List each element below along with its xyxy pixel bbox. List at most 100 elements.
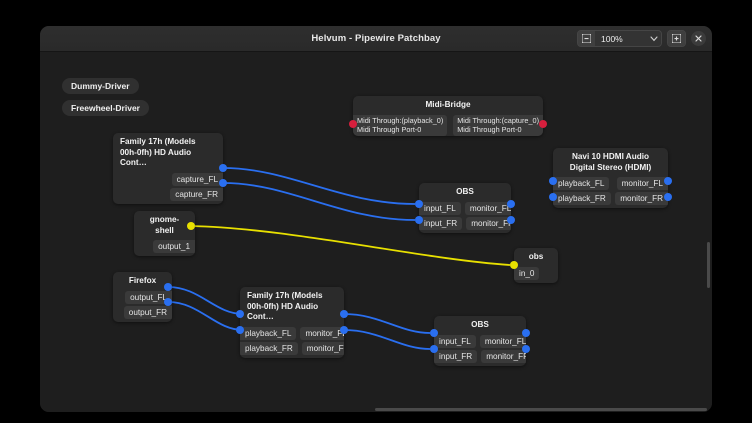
link-audio[interactable] [343,313,431,334]
port-dot-input-fl[interactable] [430,329,438,337]
node-family17h-capture[interactable]: Family 17h (Models 00h-0fh) HD Audio Con… [113,133,223,204]
port-dot-monitor-fl[interactable] [522,329,530,337]
port-dot-monitor-fl[interactable] [664,177,672,185]
node-gnome-shell[interactable]: gnome-shell output_1 [134,211,195,256]
zoom-out-button[interactable] [578,31,595,46]
port-row: output_FR [113,305,172,319]
vertical-scrollbar[interactable] [707,242,710,288]
node-family17h-playback[interactable]: Family 17h (Models 00h-0fh) HD Audio Con… [240,287,344,358]
port-dot-input-fr[interactable] [430,345,438,353]
port-dot-playback-fl[interactable] [236,310,244,318]
port-input-fl[interactable]: input_FL [434,334,476,348]
port-dot-playback-fr[interactable] [236,326,244,334]
port-input-fr[interactable]: input_FR [419,216,463,230]
port-list: output_1 [134,240,195,256]
port-dot-monitor-fr[interactable] [507,216,515,224]
port-capture-fl[interactable]: capture_FL [171,172,223,186]
port-capture-fr[interactable]: capture_FR [170,187,223,201]
port-list: input_FL monitor_FL input_FR monitor_FR [434,334,526,366]
port-dot-playback-fl[interactable] [549,177,557,185]
horizontal-scrollbar[interactable] [375,408,707,411]
link-audio[interactable] [222,182,416,221]
port-list: output_FL output_FR [113,290,172,322]
port-row: output_1 [134,240,195,253]
port-playback-fr[interactable]: playback_FR [240,341,298,355]
port-row: playback_FR monitor_FR [553,192,668,205]
zoom-in-group [667,30,686,47]
port-dot-monitor-fl[interactable] [507,200,515,208]
node-title: Family 17h (Models 00h-0fh) HD Audio Con… [120,137,196,167]
port-dot-midi-playback[interactable] [349,120,357,128]
port-monitor-fr[interactable]: monitor_FR [301,341,344,355]
port-dot-input-fr[interactable] [415,216,423,224]
zoom-in-button[interactable] [668,31,685,46]
app-window: Helvum - Pipewire Patchbay 100% [40,26,712,412]
port-dot-monitor-fr[interactable] [664,193,672,201]
port-playback-fl[interactable]: playback_FL [553,177,610,190]
port-output-fr[interactable]: output_FR [123,305,172,319]
link-audio[interactable] [222,167,416,205]
port-dot-in-0[interactable] [510,261,518,269]
port-row: playback_FR monitor_FR [240,341,344,355]
link-audio[interactable] [343,329,431,350]
node-title: gnome-shell [149,215,180,235]
port-in-0[interactable]: in_0 [514,266,540,280]
port-row: input_FR monitor_FR [419,216,511,230]
port-dot-monitor-fr[interactable] [340,326,348,334]
port-dot-monitor-fr[interactable] [522,345,530,353]
node-title: obs [528,252,544,261]
port-input-fl[interactable]: input_FL [419,201,461,215]
port-output-fl[interactable]: output_FL [125,290,172,304]
port-dot-output-fl[interactable] [164,283,172,291]
port-monitor-fl[interactable]: monitor_FL [300,326,344,340]
node-title: Midi-Bridge [425,100,471,109]
port-dot-playback-fr[interactable] [549,193,557,201]
node-navi10-hdmi[interactable]: Navi 10 HDMI Audio Digital Stereo (HDMI)… [553,148,668,208]
node-freewheel-driver[interactable]: Freewheel-Driver [62,100,149,116]
window-title: Helvum - Pipewire Patchbay [311,33,441,44]
port-dot-monitor-fl[interactable] [340,310,348,318]
port-input-fr[interactable]: input_FR [434,349,478,363]
port-monitor-fr[interactable]: monitor_FR [481,349,526,363]
node-obs-bottom[interactable]: OBS input_FL monitor_FL input_FR monitor… [434,316,526,366]
port-monitor-fr[interactable]: monitor_FR [466,216,511,230]
port-playback-fl[interactable]: playback_FL [240,326,297,340]
port-row: playback_FL monitor_FL [553,177,668,190]
port-dot-capture-fr[interactable] [219,179,227,187]
node-dummy-driver[interactable]: Dummy-Driver [62,78,139,94]
link-audio[interactable] [167,286,244,315]
node-title: OBS [456,187,474,196]
port-playback-fr[interactable]: playback_FR [553,192,611,205]
port-list: in_0 [514,266,558,283]
node-obs-video[interactable]: obs in_0 [514,248,558,283]
port-dot-output-fr[interactable] [164,298,172,306]
port-monitor-fr[interactable]: monitor_FR [615,192,668,205]
close-button[interactable] [691,31,706,46]
zoom-level-value[interactable]: 100% [595,31,647,46]
link-video[interactable] [190,225,511,266]
zoom-control-group: 100% [577,30,662,47]
node-midi-bridge[interactable]: Midi-Bridge Midi Through:(playback_0) Mi… [353,96,543,136]
port-dot-capture-fl[interactable] [219,164,227,172]
port-list: input_FL monitor_FL input_FR monitor_FR [419,201,511,233]
port-dot-midi-capture[interactable] [539,120,547,128]
port-list: capture_FL capture_FR [113,172,223,204]
node-firefox[interactable]: Firefox output_FL output_FR [113,272,172,322]
port-dot-output-1[interactable] [187,222,195,230]
patchbay-canvas[interactable]: Dummy-Driver Freewheel-Driver Family 17h… [40,52,712,412]
port-row: input_FL monitor_FL [419,201,511,215]
port-row: capture_FR [113,187,223,201]
chevron-down-icon[interactable] [647,31,661,46]
port-midi-capture[interactable]: Midi Through:(capture_0) Midi Through Po… [453,114,543,136]
port-dot-input-fl[interactable] [415,200,423,208]
node-obs-top[interactable]: OBS input_FL monitor_FL input_FR monitor… [419,183,511,233]
port-row: Midi Through:(playback_0) Midi Through P… [353,114,543,136]
port-monitor-fl[interactable]: monitor_FL [479,334,526,348]
port-midi-playback[interactable]: Midi Through:(playback_0) Midi Through P… [353,114,448,136]
link-audio[interactable] [167,301,244,331]
port-row: in_0 [514,266,558,280]
node-title: OBS [471,320,489,329]
port-monitor-fl[interactable]: monitor_FL [616,177,668,190]
port-monitor-fl[interactable]: monitor_FL [464,201,511,215]
port-output-1[interactable]: output_1 [153,240,195,253]
